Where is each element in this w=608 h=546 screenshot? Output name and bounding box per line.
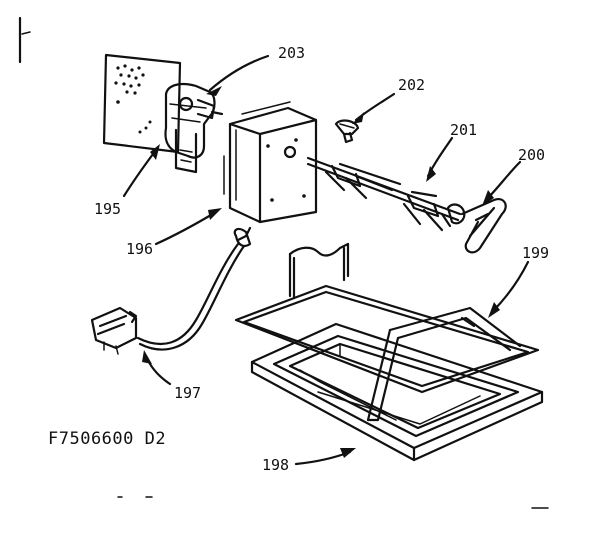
part-195-mounting-plate bbox=[102, 53, 182, 154]
figure-code: F7506600 D2 bbox=[48, 429, 166, 449]
leader-203 bbox=[208, 54, 270, 92]
callout-197: 197 bbox=[174, 384, 201, 402]
part-196-gearbox bbox=[223, 101, 318, 224]
part-198-drip-pan bbox=[250, 322, 544, 462]
part-203-motor bbox=[164, 83, 224, 174]
leader-195 bbox=[122, 148, 158, 198]
leader-199 bbox=[490, 260, 530, 314]
part-201-spit-rod bbox=[306, 156, 462, 232]
part-199-rack bbox=[234, 242, 540, 422]
leader-lines bbox=[122, 54, 530, 466]
part-200-handle bbox=[446, 198, 507, 254]
callout-199: 199 bbox=[522, 244, 549, 262]
callout-195: 195 bbox=[94, 200, 121, 218]
callout-203: 203 bbox=[278, 44, 305, 62]
callout-202: 202 bbox=[398, 76, 425, 94]
callout-196: 196 bbox=[126, 240, 153, 258]
callout-labels: 203 202 201 200 195 196 199 197 198 bbox=[94, 44, 549, 474]
callout-198: 198 bbox=[262, 456, 289, 474]
callout-201: 201 bbox=[450, 121, 477, 139]
callout-200: 200 bbox=[518, 146, 545, 164]
part-197-power-cord bbox=[90, 226, 252, 355]
scan-marks bbox=[18, 16, 549, 509]
plate-perforations bbox=[114, 64, 152, 134]
leader-196 bbox=[154, 210, 218, 246]
leader-198 bbox=[294, 450, 352, 466]
part-202-screw bbox=[334, 119, 360, 144]
